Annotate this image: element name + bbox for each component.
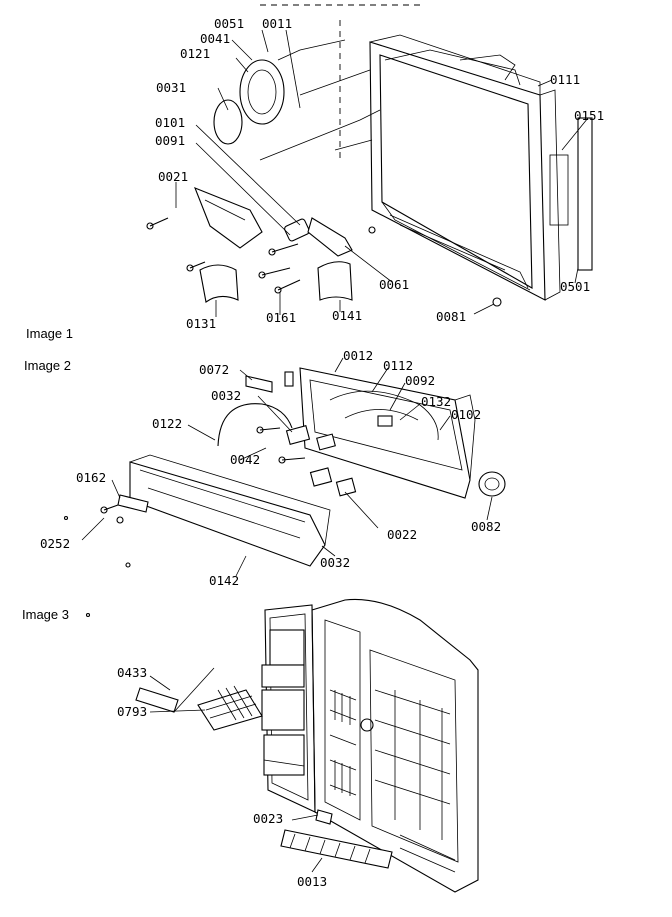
seal-strip — [577, 117, 593, 271]
fan-shroud — [239, 59, 285, 125]
part-0042: 0042 — [230, 452, 260, 467]
label-image3: Image 3 — [22, 607, 69, 622]
bracket-0162 — [117, 494, 149, 513]
fan-blade — [213, 99, 243, 145]
part-0112: 0112 — [383, 358, 413, 373]
label-image2: Image 2 — [24, 358, 71, 373]
part-0091: 0091 — [155, 133, 185, 148]
part-0501: 0501 — [560, 279, 590, 294]
cabinet-body — [311, 598, 479, 893]
part-0032-lower: 0032 — [320, 555, 350, 570]
part-0141: 0141 — [332, 308, 362, 323]
part-0081: 0081 — [436, 309, 466, 324]
part-0162: 0162 — [76, 470, 106, 485]
bracket-0141 — [317, 261, 353, 301]
image2-assembly — [63, 357, 506, 577]
part-0151: 0151 — [574, 108, 604, 123]
part-0013: 0013 — [297, 874, 327, 889]
part-0072: 0072 — [199, 362, 229, 377]
toe-grille — [280, 829, 393, 869]
label-image1: Image 1 — [26, 326, 73, 341]
part-0061: 0061 — [379, 277, 409, 292]
image3-callouts: 0433 0793 0023 0013 — [117, 665, 327, 889]
part-0132: 0132 — [421, 394, 451, 409]
fan-motor — [478, 471, 506, 497]
part-0101: 0101 — [155, 115, 185, 130]
image3-assembly — [85, 598, 479, 893]
part-0252: 0252 — [40, 536, 70, 551]
part-0082: 0082 — [471, 519, 501, 534]
part-0051: 0051 — [214, 16, 244, 31]
thermostat — [284, 218, 310, 242]
part-0161: 0161 — [266, 310, 296, 325]
image1-callouts: 0051 0011 0041 0121 0031 0101 0091 0021 … — [155, 16, 604, 331]
part-0041: 0041 — [200, 31, 230, 46]
trim-0142 — [129, 461, 326, 567]
part-0023: 0023 — [253, 811, 283, 826]
part-0122: 0122 — [152, 416, 182, 431]
bracket-0072 — [245, 375, 273, 393]
part-0031: 0031 — [156, 80, 186, 95]
part-0793: 0793 — [117, 704, 147, 719]
part-0012: 0012 — [343, 348, 373, 363]
part-0011: 0011 — [262, 16, 292, 31]
part-0131: 0131 — [186, 316, 216, 331]
part-0121: 0121 — [180, 46, 210, 61]
wire-harness — [217, 403, 293, 447]
part-0111: 0111 — [550, 72, 580, 87]
part-0022: 0022 — [387, 527, 417, 542]
image1-assembly — [146, 4, 593, 317]
part-0021: 0021 — [158, 169, 188, 184]
part-0102: 0102 — [451, 407, 481, 422]
control-housing — [194, 187, 263, 249]
part-0092: 0092 — [405, 373, 435, 388]
bracket-0131 — [199, 264, 239, 303]
part-0142: 0142 — [209, 573, 239, 588]
part-0032-upper: 0032 — [211, 388, 241, 403]
image2-callouts: 0012 0072 0112 0092 0032 0132 0102 0122 … — [40, 348, 501, 588]
section-labels: Image 1 Image 2 Image 3 — [22, 326, 73, 622]
part-0433: 0433 — [117, 665, 147, 680]
